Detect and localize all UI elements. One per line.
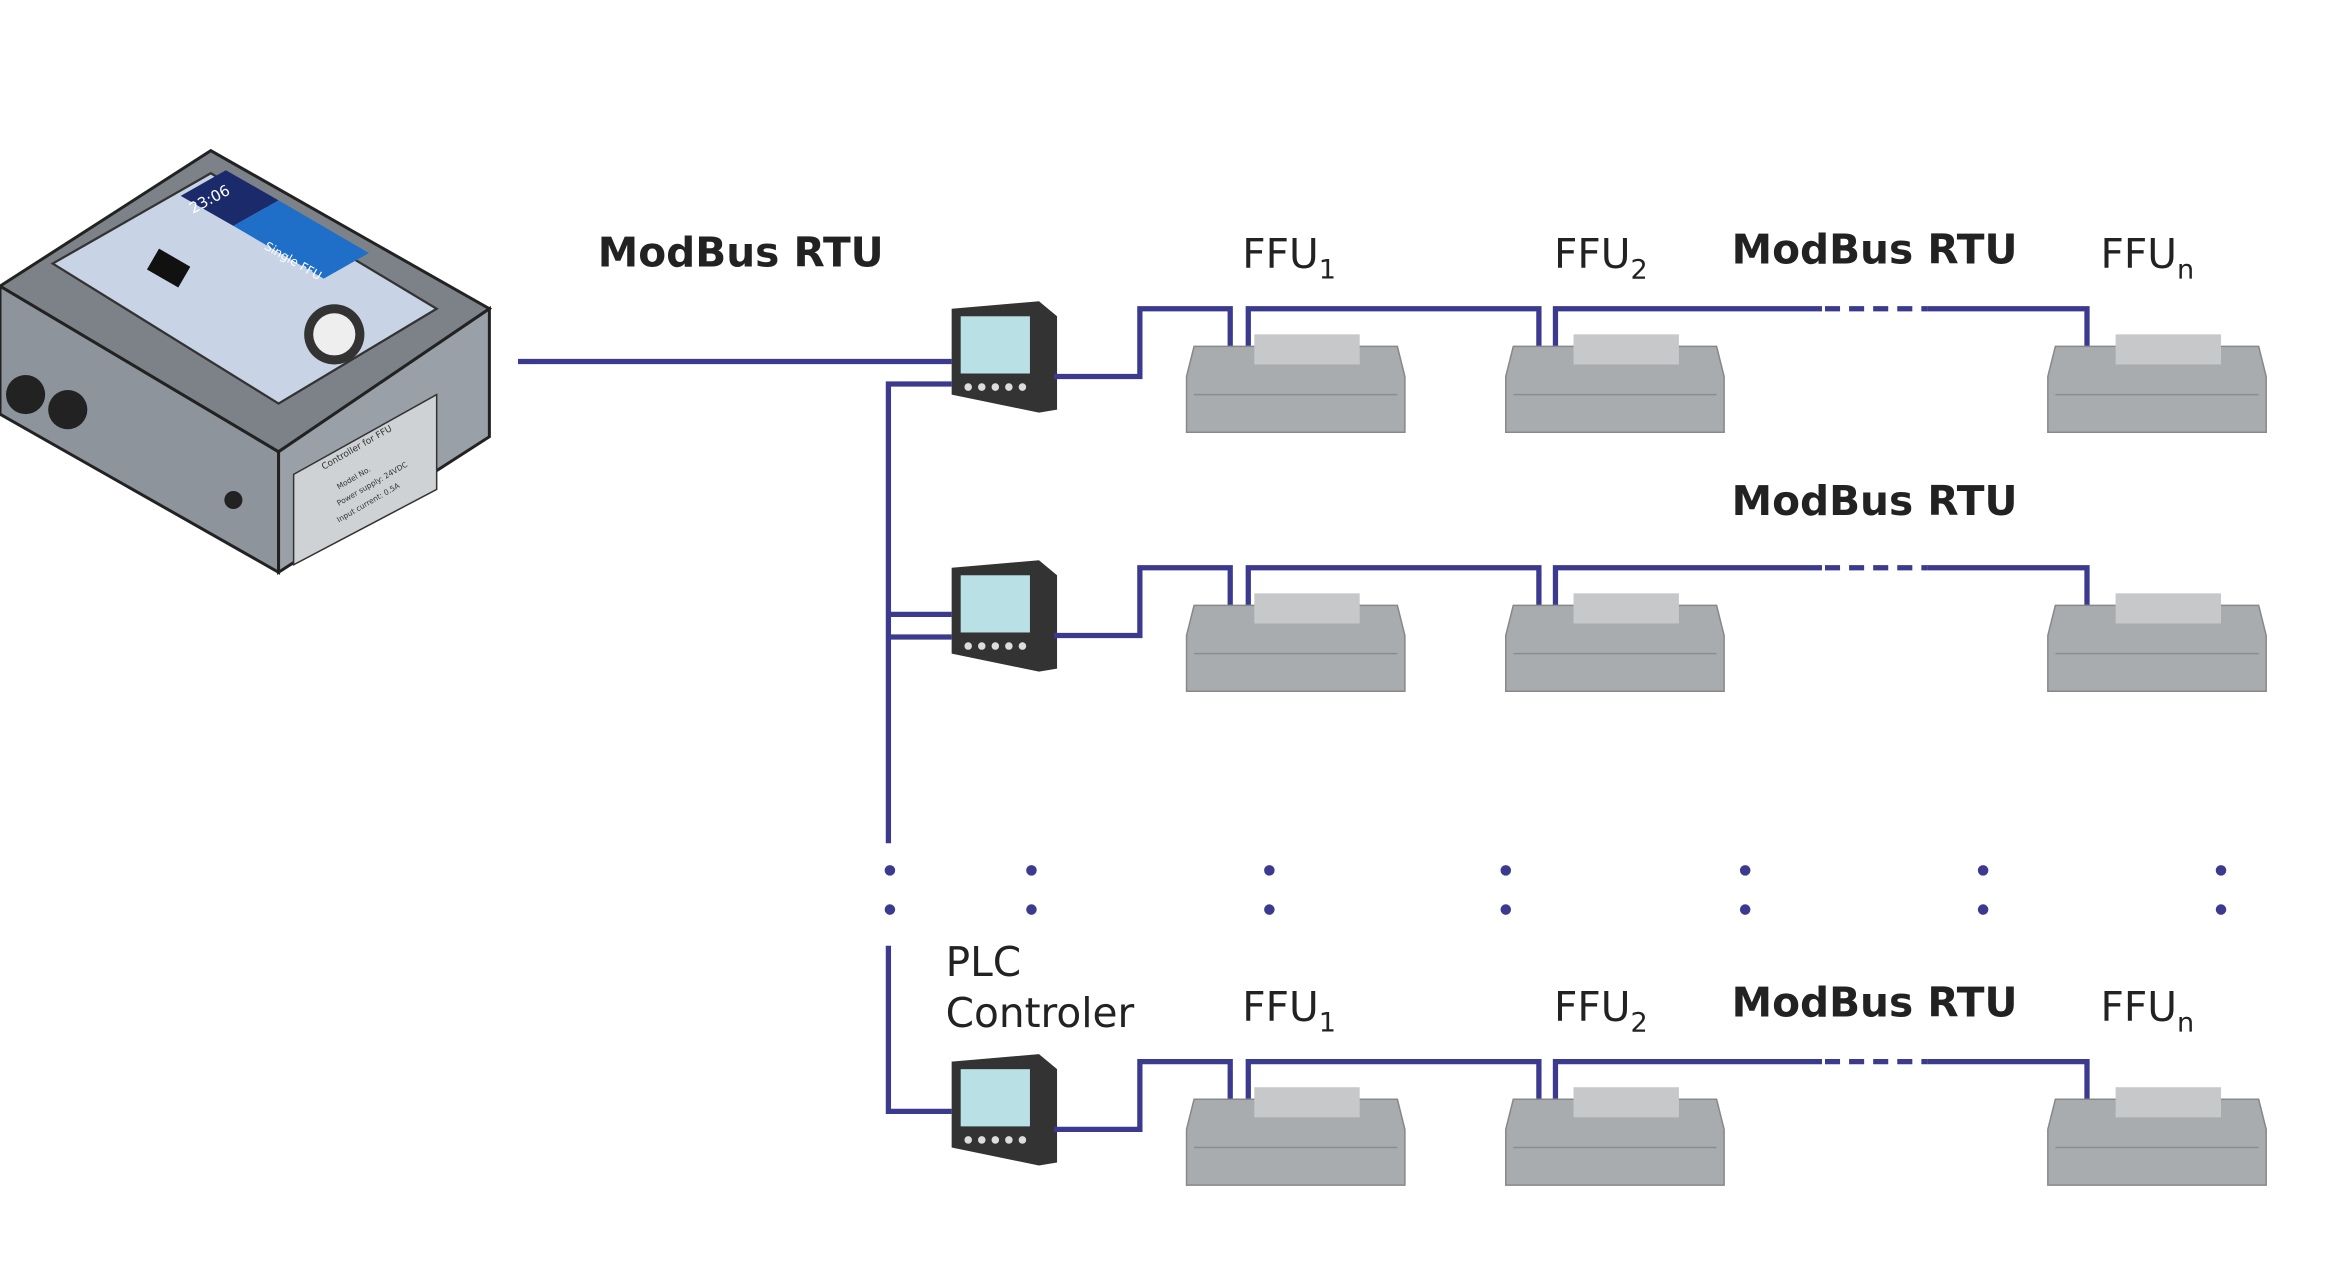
bus-label: ModBus RTU [1732, 226, 2018, 274]
continuation-dot [1977, 865, 1989, 876]
ffu-unit [1185, 1087, 1406, 1186]
touchscreen-controller: 23:06 Single FFU Controller for FFU Mode… [0, 148, 493, 576]
modbus-wire [1054, 306, 2090, 380]
modbus-wire [1054, 1058, 2090, 1133]
ffu-label: FFU2 [1554, 983, 1648, 1039]
continuation-dot [2215, 904, 2227, 915]
continuation-dot [1264, 904, 1275, 915]
main-link-label: ModBus RTU [598, 229, 884, 277]
continuation-dot [1500, 865, 1512, 876]
modbus-wire [1054, 565, 2090, 639]
plc-controller [951, 1054, 1058, 1166]
ffu-unit [1185, 593, 1406, 692]
ffu-unit [1505, 593, 1725, 692]
continuation-dot [1026, 865, 1037, 876]
plc-controller [951, 301, 1058, 413]
plc-label: Controler [946, 989, 1135, 1037]
ffu-unit [1505, 1087, 1725, 1186]
plc-label: PLC [946, 938, 1022, 986]
continuation-dot [884, 904, 896, 915]
ffu-unit [2047, 1087, 2267, 1186]
vertical-bus-wire [885, 381, 952, 1114]
bus-label: ModBus RTU [1732, 477, 2018, 525]
ffu-label: FFU1 [1242, 983, 1336, 1039]
bus-label: ModBus RTU [1732, 978, 2018, 1026]
ffu-unit [1505, 334, 1725, 433]
continuation-dot [2215, 865, 2227, 876]
ffu-label: FFU2 [1554, 230, 1648, 286]
ffu-row: ModBus RTU [951, 477, 2267, 692]
continuation-dot [1739, 904, 1751, 915]
ffu-label: FFUn [2101, 983, 2195, 1039]
ffu-unit [2047, 593, 2267, 692]
continuation-dot [1264, 865, 1275, 876]
ffu-unit [1185, 334, 1406, 433]
continuation-dot [1977, 904, 1989, 915]
continuation-dot [1026, 904, 1037, 915]
ffu-label: FFU1 [1242, 230, 1336, 286]
continuation-dot [884, 865, 896, 876]
ffu-row: ModBus RTU FFU1 FFU2 FFUn [951, 978, 2267, 1186]
ffu-label: FFUn [2101, 230, 2195, 286]
ffu-unit [2047, 334, 2267, 433]
ffu-row: ModBus RTU FFU1 FFU2 FFUn [951, 226, 2267, 433]
plc-controller [951, 560, 1058, 672]
continuation-dot [1500, 904, 1512, 915]
continuation-dot [1739, 865, 1751, 876]
